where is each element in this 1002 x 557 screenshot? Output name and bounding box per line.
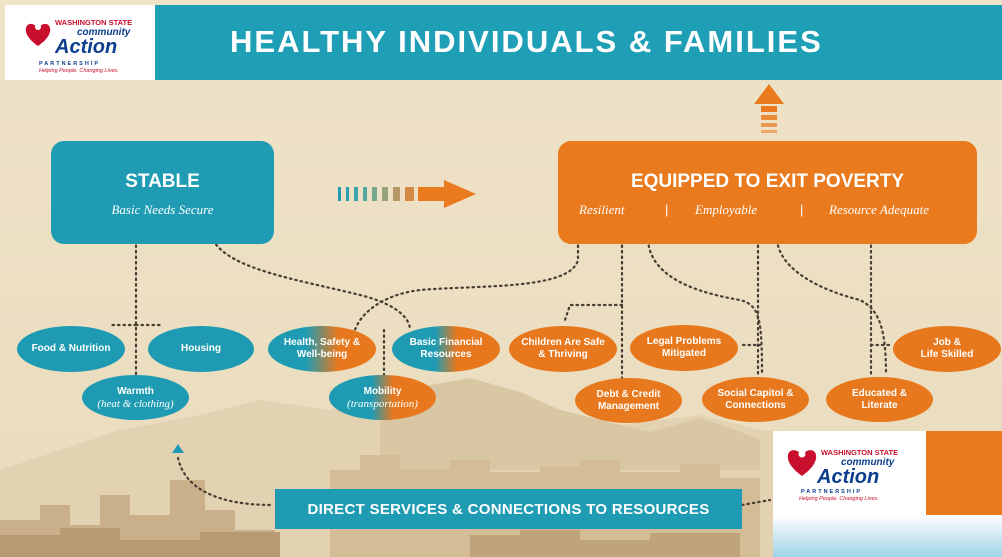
resilient-label: Resilient xyxy=(579,202,625,217)
oval-social-capitol: Social Capitol & Connections xyxy=(702,377,809,422)
oval-housing: Housing xyxy=(148,326,254,372)
title-bar xyxy=(155,5,1002,80)
oval-health-safety: Health, Safety & Well-being xyxy=(268,326,376,372)
orange-block xyxy=(926,431,1002,515)
oval-job-skilled: Job & Life Skilled xyxy=(893,326,1001,372)
oval-educated-literate: Educated & Literate xyxy=(826,377,933,422)
logo-crop-panel: WASHINGTON STATE community Action PARTNE… xyxy=(773,431,1002,557)
logo-tagline: Helping People. Changing Lives. xyxy=(799,496,879,502)
oval-children-safe: Children Are Safe & Thriving xyxy=(509,326,617,372)
stable-subtitle: Basic Needs Secure xyxy=(111,202,214,217)
separator: | xyxy=(800,202,804,217)
employable-label: Employable xyxy=(695,202,758,217)
logo-state-text: WASHINGTON STATE xyxy=(55,18,133,27)
logo-community-text: community xyxy=(77,27,131,38)
direct-services-banner: DIRECT SERVICES & CONNECTIONS TO RESOURC… xyxy=(275,489,742,529)
oval-legal-problems: Legal Problems Mitigated xyxy=(630,325,738,371)
stable-box: STABLE Basic Needs Secure xyxy=(51,141,274,244)
sky-strip xyxy=(773,515,1002,557)
logo-panel: WASHINGTON STATE community Action PARTNE… xyxy=(5,5,155,80)
logo-partnership-text: PARTNERSHIP xyxy=(801,489,863,495)
logo-partnership-text: PARTNERSHIP xyxy=(39,61,101,67)
logo-action-text: Action xyxy=(817,466,880,488)
up-arrow-icon xyxy=(754,84,784,133)
separator: | xyxy=(665,202,669,217)
stable-title: STABLE xyxy=(125,171,200,192)
banner-text: DIRECT SERVICES & CONNECTIONS TO RESOURC… xyxy=(307,501,710,518)
logo-tagline: Helping People. Changing Lives. xyxy=(39,68,119,74)
oval-mobility: Mobility (transportation) xyxy=(329,375,436,420)
heart-hands-logo-icon xyxy=(787,450,817,476)
oval-warmth: Warmth (heat & clothing) xyxy=(82,375,189,420)
logo-community-text: community xyxy=(841,457,895,468)
heart-hands-logo-icon xyxy=(25,23,51,46)
logo-action-text: Action xyxy=(55,36,118,58)
oval-debt-credit: Debt & Credit Management xyxy=(575,378,682,423)
logo-state-text: WASHINGTON STATE xyxy=(821,448,899,457)
exit-poverty-title: EQUIPPED TO EXIT POVERTY xyxy=(630,171,905,192)
oval-food-nutrition: Food & Nutrition xyxy=(17,326,125,372)
oval-basic-financial: Basic Financial Resources xyxy=(392,326,500,372)
resource-adequate-label: Resource Adequate xyxy=(829,202,929,217)
exit-poverty-box: EQUIPPED TO EXIT POVERTY Resilient | Emp… xyxy=(558,141,977,244)
page-title: HEALTHY INDIVIDUALS & FAMILIES xyxy=(230,24,823,59)
progress-arrow-icon xyxy=(338,180,476,208)
connector-arrow-icon xyxy=(172,444,184,453)
